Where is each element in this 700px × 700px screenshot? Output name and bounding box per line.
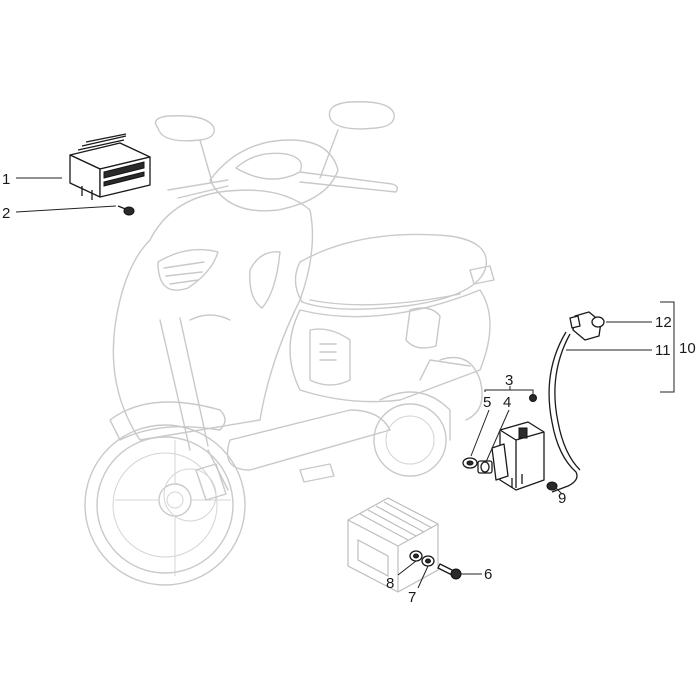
callout-1: 1 [2,171,10,188]
ignition-coil-part [491,394,545,491]
ht-cable-part [546,331,581,493]
callout-12: 12 [655,314,672,331]
callout-6: 6 [484,566,492,583]
callout-10: 10 [679,340,696,357]
leader-lines [15,177,675,589]
callout-2: 2 [2,205,10,222]
voltage-regulator-part [69,133,151,200]
callout-11: 11 [655,342,671,359]
regulator-screw-part [117,205,135,216]
washer-part-8 [409,550,423,562]
callout-5: 5 [483,394,491,411]
screw-part-6 [437,563,462,580]
cdi-unit-part [347,497,439,593]
washer-part-5-hole [466,460,474,466]
spark-plug-cap-part [569,311,605,341]
bushing-part-4 [477,460,493,474]
callout-3: 3 [505,372,513,389]
callout-4: 4 [503,394,511,411]
callout-9: 9 [558,490,566,507]
callout-8: 8 [386,575,394,592]
scooter-ghost-outline [84,101,495,586]
washer-part-7 [421,555,435,567]
callout-labels: 1 2 3 4 5 6 7 8 9 10 11 12 [2,171,696,606]
callout-7: 7 [408,589,416,606]
